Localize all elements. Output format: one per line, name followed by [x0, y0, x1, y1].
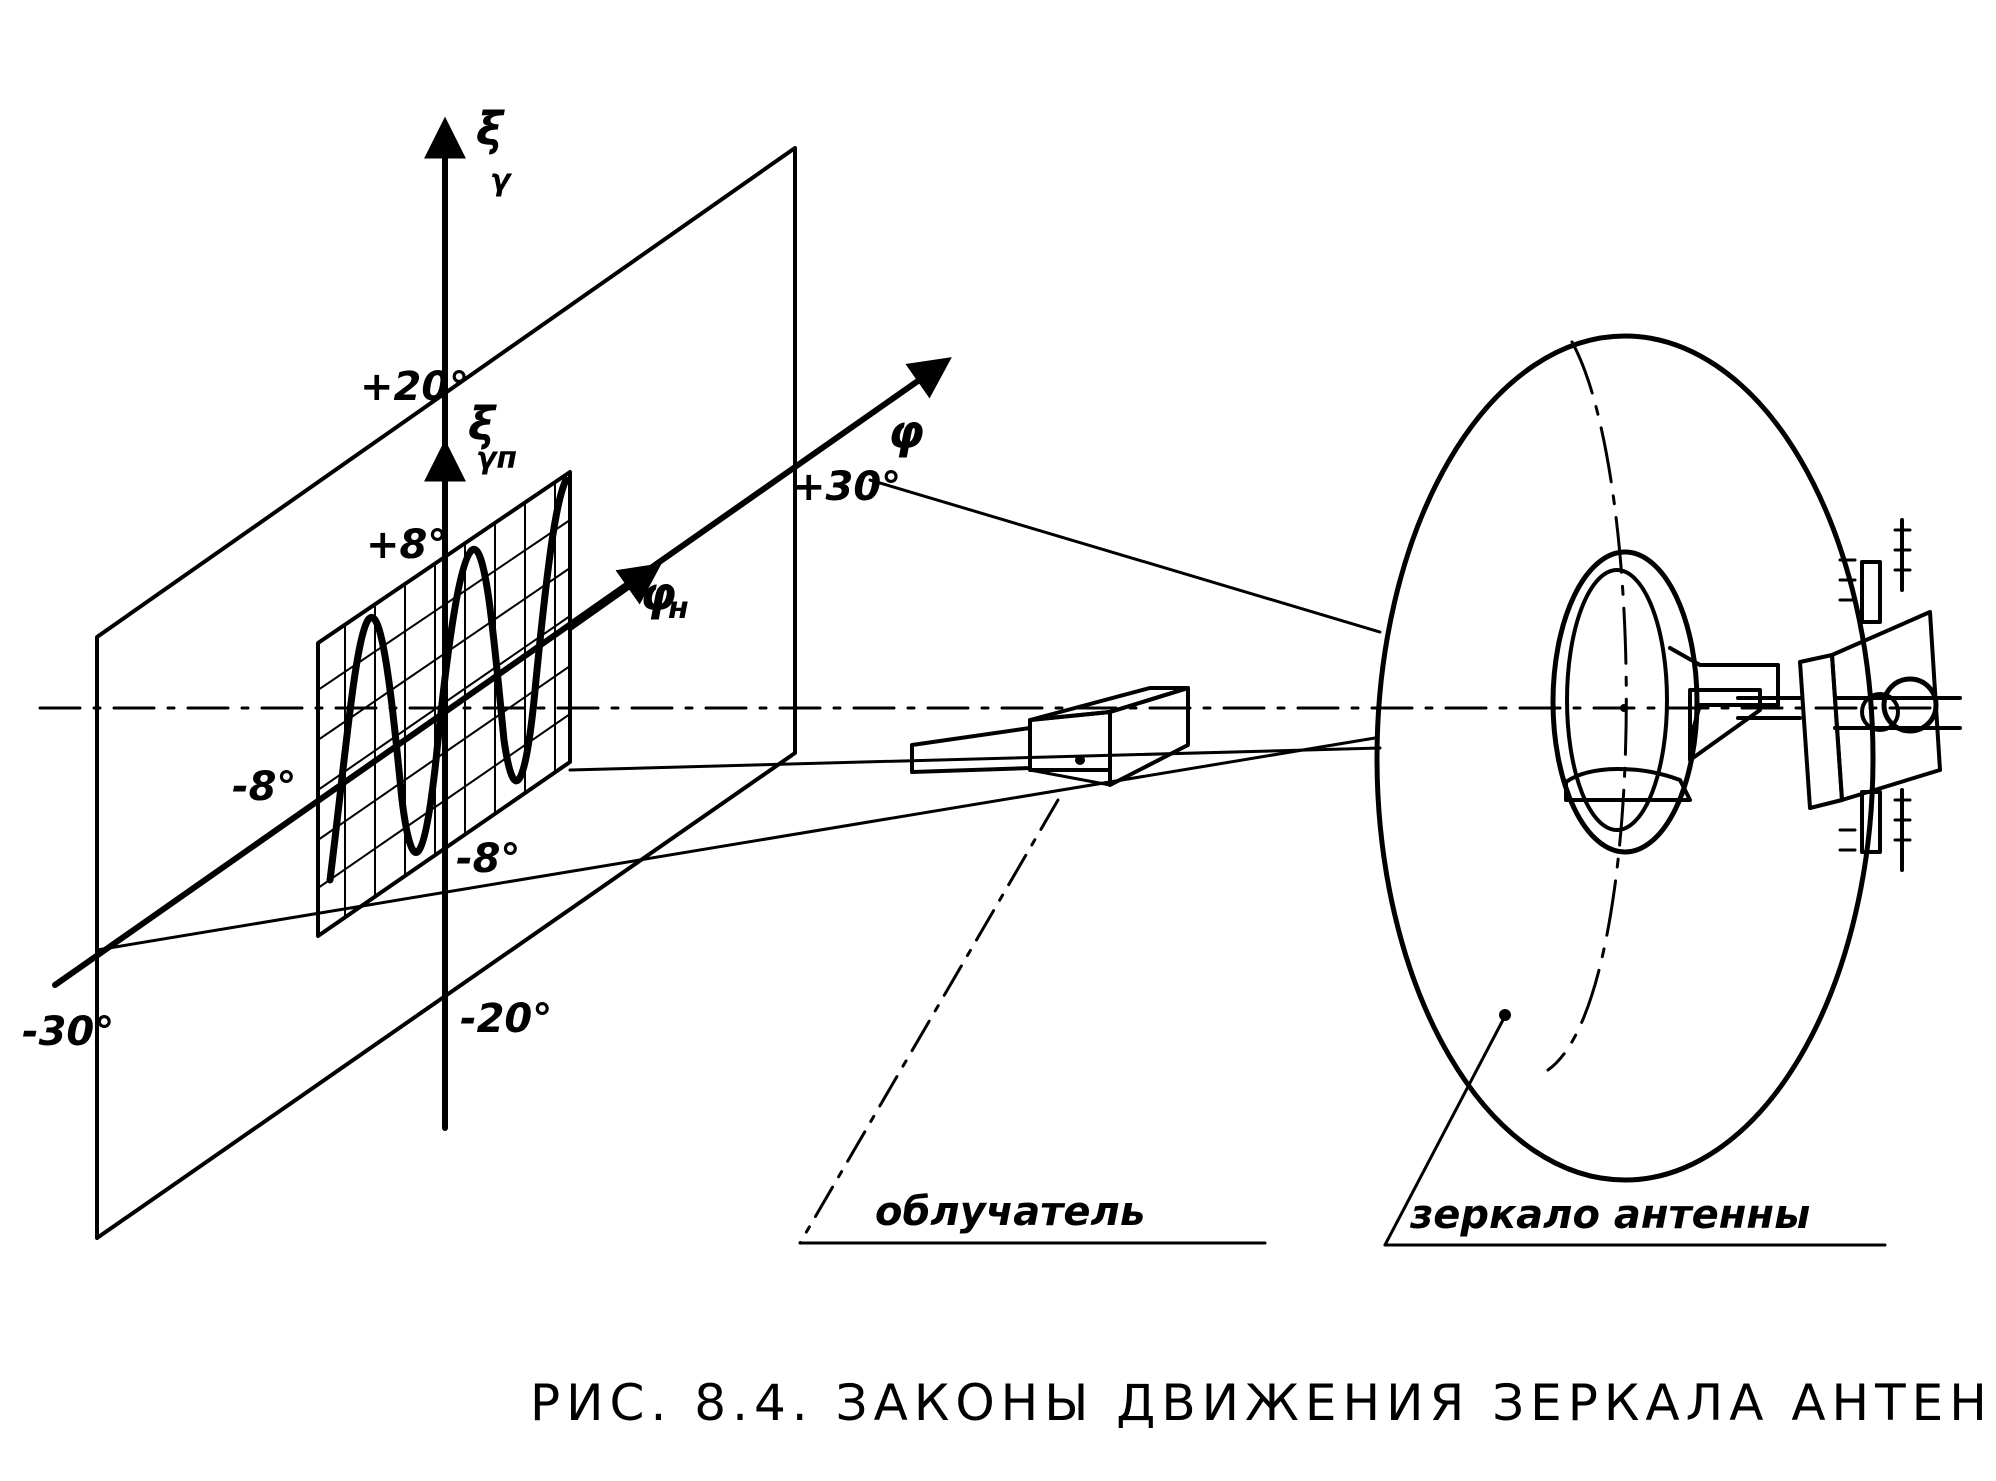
figure-caption: РИС. 8.4. ЗАКОНЫ ДВИЖЕНИЯ ЗЕРКАЛА АНТЕНН…	[530, 1374, 1996, 1432]
tick-plus-30: +30°	[792, 464, 901, 510]
tick-plus-20: +20°	[360, 364, 469, 410]
label-xi-gamma-sub: γ	[490, 163, 513, 198]
antenna-mirror	[1374, 333, 1962, 1183]
label-xi-gamma-p: ξ	[468, 397, 497, 451]
tick-minus-8-left: -8°	[232, 764, 296, 810]
sine-trace	[326, 476, 570, 884]
projection-line-top	[868, 478, 1382, 634]
label-phi-h-sub: н	[668, 591, 689, 626]
label-xi-gamma: ξ	[476, 102, 505, 156]
oscillogram	[316, 470, 572, 938]
feed-horn	[910, 686, 1190, 787]
label-phi-h: φ	[640, 567, 676, 621]
tick-minus-20: -20°	[460, 996, 552, 1042]
label-xi-gamma-p-sub: γп	[476, 441, 517, 476]
mirror-leader	[1383, 1016, 1506, 1247]
feed-leader	[798, 798, 1060, 1245]
tick-minus-8-right: -8°	[456, 836, 520, 882]
tick-minus-30: -30°	[22, 1009, 114, 1055]
vertical-plane	[95, 146, 797, 1240]
tick-plus-8: +8°	[366, 522, 447, 568]
projection-line-mid	[568, 746, 1382, 772]
projection-line-bottom	[95, 736, 1377, 952]
phi-h-axis-arrow	[567, 563, 662, 631]
mirror-label: зеркало антенны	[1409, 1192, 1810, 1238]
feed-label: облучатель	[875, 1189, 1145, 1235]
label-phi: φ	[888, 405, 924, 459]
phi-axis	[52, 357, 952, 988]
